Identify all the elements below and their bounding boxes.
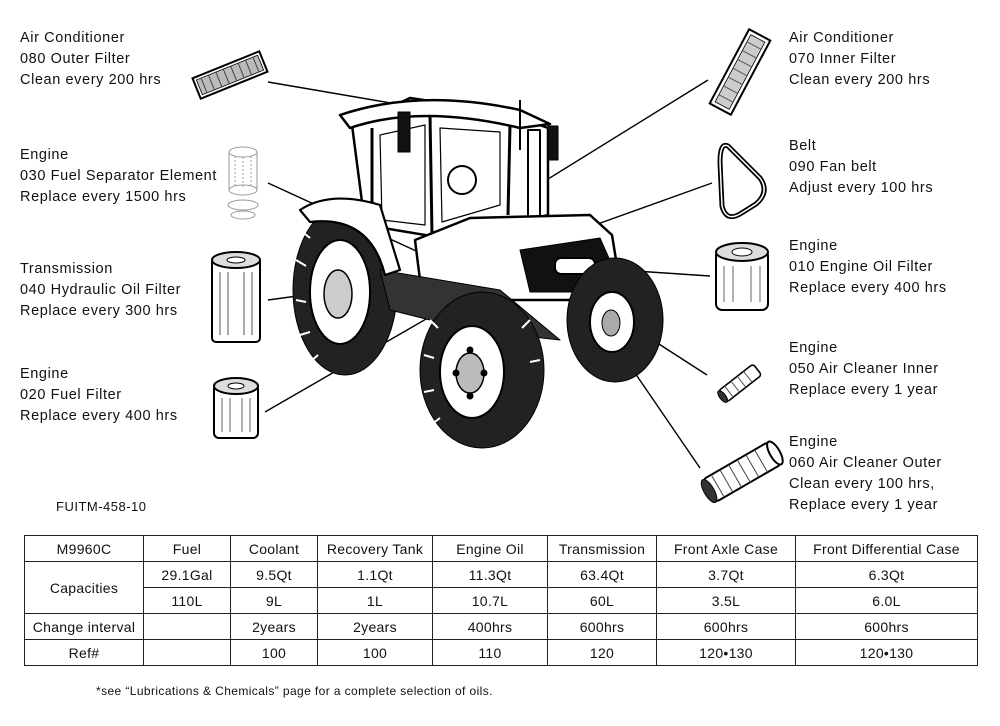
capacities-table: M9960C Fuel Coolant Recovery Tank Engine… <box>24 535 978 666</box>
callout-interval: Clean every 200 hrs <box>789 72 931 88</box>
table-cell: 120•130 <box>795 639 978 666</box>
callout-part: 070 Inner Filter <box>789 51 897 67</box>
table-cell: 110 <box>432 639 548 666</box>
table-cell: 600hrs <box>656 613 796 640</box>
header-cell: Front Differential Case <box>795 535 978 562</box>
table-cell: 100 <box>230 639 318 666</box>
header-cell: Front Axle Case <box>656 535 796 562</box>
tractor-diagram <box>191 27 784 504</box>
table-cell: 10.7L <box>432 587 548 614</box>
callout-interval: Replace every 300 hrs <box>20 303 178 319</box>
air-cleaner-inner-icon <box>717 364 762 403</box>
hydraulic-oil-filter-icon <box>211 251 261 343</box>
callout-interval: Replace every 400 hrs <box>789 280 947 296</box>
row-label: Change interval <box>24 613 144 640</box>
callout-020-fuel-filter: Engine 020 Fuel Filter Replace every 400… <box>20 364 178 427</box>
row-label: Ref# <box>24 639 144 666</box>
table-cell: 6.0L <box>795 587 978 614</box>
callout-part: 090 Fan belt <box>789 159 877 175</box>
table-row: Capacities 29.1Gal 9.5Qt 1.1Qt 11.3Qt 63… <box>24 561 978 614</box>
table-cell: 400hrs <box>432 613 548 640</box>
callout-category: Engine <box>789 340 838 356</box>
callout-interval: Clean every 100 hrs, <box>789 476 935 492</box>
table-cell: 2years <box>230 613 318 640</box>
outer-filter-icon <box>191 50 269 100</box>
table-cell <box>143 613 231 640</box>
table-header-row: M9960C Fuel Coolant Recovery Tank Engine… <box>24 535 978 562</box>
callout-interval: Replace every 400 hrs <box>20 408 178 424</box>
table-cell: 29.1Gal <box>143 561 231 588</box>
table-cell: 11.3Qt <box>432 561 548 588</box>
table-cell: 600hrs <box>795 613 978 640</box>
callout-part: 080 Outer Filter <box>20 51 131 67</box>
callout-category: Engine <box>789 434 838 450</box>
callout-interval-2: Replace every 1 year <box>789 497 939 513</box>
callout-part: 010 Engine Oil Filter <box>789 259 933 275</box>
header-cell: Recovery Tank <box>317 535 433 562</box>
table-cell: 110L <box>143 587 231 614</box>
table-cell <box>143 639 231 666</box>
inner-filter-icon <box>708 27 772 117</box>
callout-050-air-cleaner-inner: Engine 050 Air Cleaner Inner Replace eve… <box>789 338 939 401</box>
row-label: Capacities <box>24 561 144 614</box>
callout-part: 050 Air Cleaner Inner <box>789 361 939 377</box>
table-cell: 9.5Qt <box>230 561 318 588</box>
callout-interval: Clean every 200 hrs <box>20 72 162 88</box>
header-cell: Fuel <box>143 535 231 562</box>
callout-010-engine-oil-filter: Engine 010 Engine Oil Filter Replace eve… <box>789 236 947 299</box>
callout-070-inner-filter: Air Conditioner 070 Inner Filter Clean e… <box>789 28 930 91</box>
callout-part: 040 Hydraulic Oil Filter <box>20 282 182 298</box>
table-cell: 120•130 <box>656 639 796 666</box>
fuel-separator-icon <box>227 146 259 220</box>
callout-category: Belt <box>789 138 817 154</box>
footnote: *see “Lubrications & Chemicals” page for… <box>96 684 493 698</box>
callout-category: Engine <box>20 147 69 163</box>
table-cell: 3.7Qt <box>656 561 796 588</box>
callout-interval: Adjust every 100 hrs <box>789 180 934 196</box>
callout-060-air-cleaner-outer: Engine 060 Air Cleaner Outer Clean every… <box>789 432 942 516</box>
table-cell: 1L <box>317 587 433 614</box>
table-cell: 63.4Qt <box>547 561 657 588</box>
callout-030-fuel-separator: Engine 030 Fuel Separator Element Replac… <box>20 145 217 208</box>
table-cell: 3.5L <box>656 587 796 614</box>
callout-category: Engine <box>789 238 838 254</box>
callout-category: Engine <box>20 366 69 382</box>
table-cell: 9L <box>230 587 318 614</box>
tractor-icon <box>292 96 664 449</box>
callout-part: 060 Air Cleaner Outer <box>789 455 942 471</box>
callout-category: Transmission <box>20 261 113 277</box>
fan-belt-icon <box>717 142 767 220</box>
callout-interval: Replace every 1500 hrs <box>20 189 187 205</box>
table-row: 110L 9L 1L 10.7L 60L 3.5L 6.0L <box>25 587 978 614</box>
header-cell: Transmission <box>547 535 657 562</box>
header-cell: Coolant <box>230 535 318 562</box>
table-cell: 1.1Qt <box>317 561 433 588</box>
table-cell: 100 <box>317 639 433 666</box>
fuel-filter-icon <box>213 377 259 439</box>
model-cell: M9960C <box>24 535 144 562</box>
callout-040-hydraulic-oil-filter: Transmission 040 Hydraulic Oil Filter Re… <box>20 259 181 322</box>
table-cell: 6.3Qt <box>795 561 978 588</box>
table-cell: 2years <box>317 613 433 640</box>
callout-category: Air Conditioner <box>789 30 894 46</box>
table-cell: 600hrs <box>547 613 657 640</box>
callout-090-fan-belt: Belt 090 Fan belt Adjust every 100 hrs <box>789 136 933 199</box>
callout-part: 020 Fuel Filter <box>20 387 122 403</box>
header-cell: Engine Oil <box>432 535 548 562</box>
table-cell: 120 <box>547 639 657 666</box>
callout-080-outer-filter: Air Conditioner 080 Outer Filter Clean e… <box>20 28 161 91</box>
table-row: Change interval 2years 2years 400hrs 600… <box>24 613 978 640</box>
air-cleaner-outer-icon <box>700 440 784 504</box>
table-cell: 60L <box>547 587 657 614</box>
callout-category: Air Conditioner <box>20 30 125 46</box>
engine-oil-filter-icon <box>715 242 769 311</box>
figure-code: FUITM-458-10 <box>56 499 147 514</box>
table-row: Ref# 100 100 110 120 120•130 120•130 <box>24 639 978 666</box>
callout-part: 030 Fuel Separator Element <box>20 168 217 184</box>
callout-interval: Replace every 1 year <box>789 382 939 398</box>
